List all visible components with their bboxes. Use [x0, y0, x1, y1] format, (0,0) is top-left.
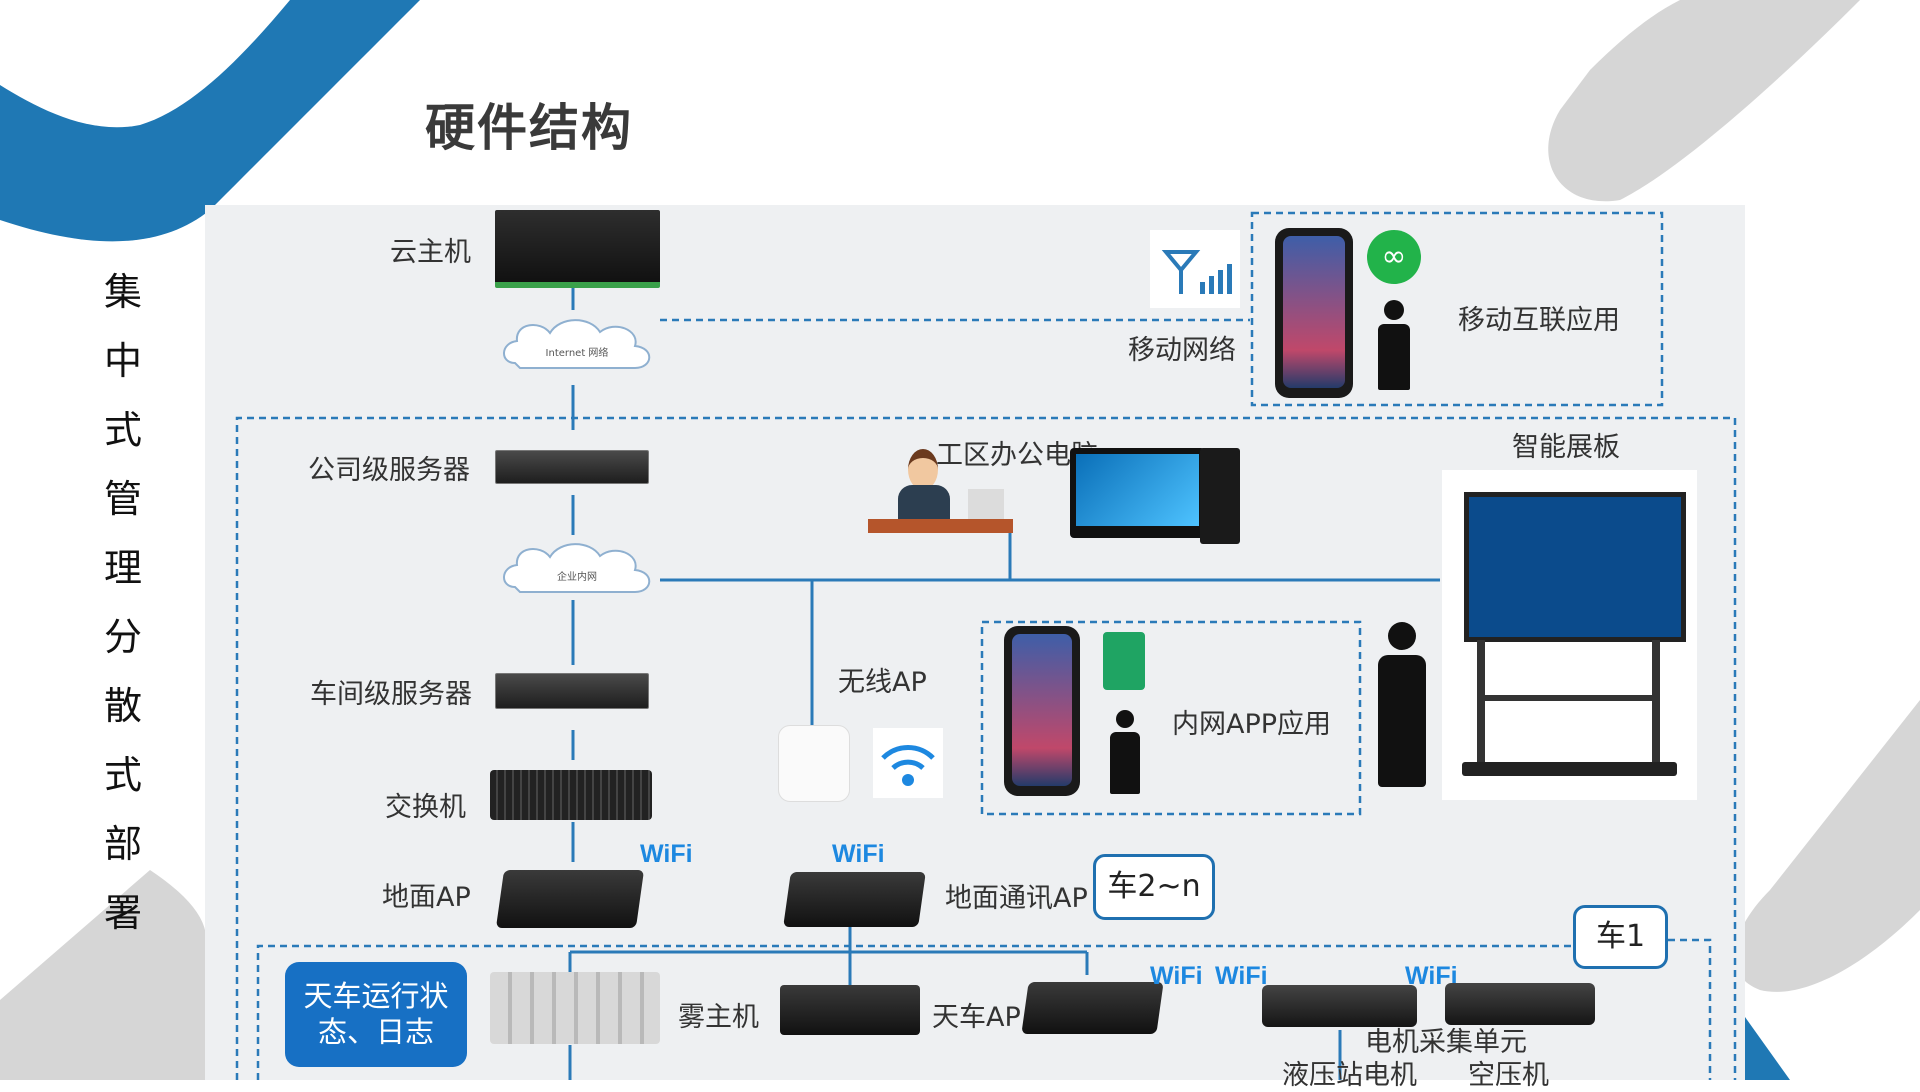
motor-collector-device-2 [1445, 983, 1595, 1025]
antenna-icon [1150, 230, 1240, 308]
office-worker-icon [868, 445, 1013, 537]
crane-1-tag: 车1 [1573, 905, 1668, 969]
motor-collector-device [1262, 985, 1417, 1027]
internet-cloud-label: Internet 网络 [546, 346, 609, 359]
switch-device [490, 770, 652, 820]
spreadsheet-icon [1103, 632, 1145, 690]
intranet-cloud-label: 企业内网 [557, 570, 597, 583]
crane-2n-tag: 车2~n [1093, 854, 1215, 920]
crane-status-button[interactable]: 天车运行状态、日志 [285, 962, 467, 1067]
mobile-app-label: 移动互联应用 [1458, 305, 1620, 336]
ground-ap-label: 地面AP [382, 882, 471, 913]
workshop-server-label: 车间级服务器 [310, 679, 472, 710]
cloud-host-device [495, 210, 660, 288]
intranet-app-label: 内网APP应用 [1172, 709, 1332, 740]
mobile-network-label: 移动网络 [1128, 335, 1236, 366]
smart-board-device [1442, 470, 1697, 800]
wifi-icon: WiFi [1215, 962, 1268, 990]
page-title: 硬件结构 [425, 99, 633, 157]
wifi-icon: WiFi [1150, 962, 1203, 990]
mini-program-icon: ∞ [1367, 230, 1421, 284]
workshop-server-device [495, 673, 649, 709]
smart-board-label: 智能展板 [1512, 432, 1620, 463]
motor-unit-label: 电机采集单元 [1365, 1027, 1527, 1058]
ground-comm-ap-label: 地面通讯AP [945, 883, 1088, 914]
crane-ap-device [1021, 982, 1164, 1034]
fog-host-label: 雾主机 [678, 1002, 759, 1033]
wifi-signal-icon [873, 728, 943, 798]
fog-gateway-device [780, 985, 920, 1035]
smartphone-icon [1275, 228, 1353, 398]
ground-comm-ap-device [783, 872, 926, 927]
intranet-cloud-icon: 企业内网 [503, 543, 651, 593]
desktop-tower-icon [1200, 448, 1240, 544]
side-caption: 集中式管理分散式部署 [103, 270, 142, 935]
company-server-device [495, 450, 649, 484]
company-server-label: 公司级服务器 [308, 455, 470, 486]
standing-person-icon [1372, 622, 1432, 790]
wifi-icon: WiFi [832, 840, 885, 868]
crane-ap-label: 天车AP [932, 1002, 1021, 1033]
hydraulic-label: 液压站电机 [1282, 1060, 1417, 1091]
wireless-ap-device [778, 725, 850, 802]
cloud-host-label: 云主机 [390, 237, 471, 268]
intranet-phone-icon [1004, 626, 1080, 796]
desktop-monitor-icon [1070, 448, 1205, 538]
internet-cloud-icon: Internet 网络 [503, 319, 651, 369]
compressor-label: 空压机 [1468, 1060, 1549, 1091]
wireless-ap-label: 无线AP [838, 667, 927, 698]
person-icon [1373, 300, 1415, 392]
intranet-person-icon [1104, 710, 1146, 795]
fog-host-device [490, 972, 660, 1044]
wifi-icon: WiFi [640, 840, 693, 868]
ground-ap-device [495, 870, 645, 928]
switch-label: 交换机 [385, 792, 466, 823]
